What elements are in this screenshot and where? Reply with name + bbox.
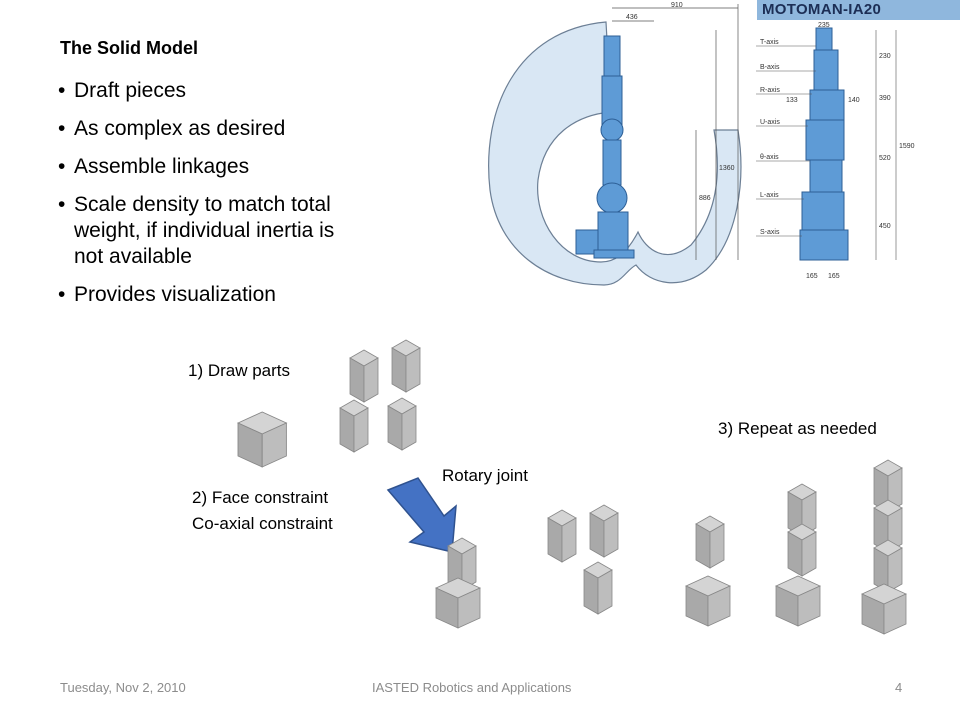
axis-label: R-axis xyxy=(760,87,780,94)
bullet-item: Provides visualization xyxy=(58,282,358,308)
assembled-stack-1 xyxy=(685,515,731,627)
dim-label: 230 xyxy=(879,53,891,60)
part-block xyxy=(391,339,421,393)
dim-label: 140 xyxy=(848,97,860,104)
slide-title: The Solid Model xyxy=(60,38,198,58)
base-block xyxy=(237,411,287,468)
parts-illustration xyxy=(237,339,907,635)
footer-date: Tuesday, Nov 2, 2010 xyxy=(60,680,186,695)
dim-label: 910 xyxy=(671,2,683,9)
page-number: 4 xyxy=(895,680,903,695)
face-constraint-text: 2) Face constraint xyxy=(192,488,329,507)
assembled-joint xyxy=(435,537,481,629)
footer-conference: IASTED Robotics and Applications xyxy=(372,680,572,695)
part-block xyxy=(387,397,417,451)
part-block xyxy=(583,561,613,615)
part-block xyxy=(349,349,379,403)
bullet-item: Scale density to match total weight, if … xyxy=(58,192,358,270)
part-block xyxy=(339,399,369,453)
axis-label: T-axis xyxy=(760,39,779,46)
dim-label: 1360 xyxy=(719,165,735,172)
dim-label: 165 xyxy=(828,273,840,280)
axis-label: U-axis xyxy=(760,119,780,126)
brand-label: MOTOMAN-IA20 xyxy=(762,1,882,18)
dim-label: 436 xyxy=(626,14,638,21)
part-block xyxy=(547,509,577,563)
robot-arm-front xyxy=(799,27,849,261)
axis-label: S-axis xyxy=(760,229,780,236)
bullet-item: As complex as desired xyxy=(58,116,358,142)
dim-label: 235 xyxy=(818,22,830,29)
workspace-envelope xyxy=(488,21,742,286)
dim-label: 390 xyxy=(879,95,891,102)
step-constraint-label: 2) Face constraint Co-axial constraint xyxy=(192,485,333,537)
rotary-joint-label: Rotary joint xyxy=(442,466,528,485)
dim-label: 520 xyxy=(879,155,891,162)
assembled-stack-3 xyxy=(861,459,907,635)
dim-label: 1590 xyxy=(899,143,915,150)
bullet-item: Assemble linkages xyxy=(58,154,358,180)
dim-label: 450 xyxy=(879,223,891,230)
dim-label: 133 xyxy=(786,97,798,104)
step-repeat-label: 3) Repeat as needed xyxy=(718,419,877,438)
bullet-item: Draft pieces xyxy=(58,78,358,104)
assembly-arrow-icon xyxy=(386,477,457,553)
bullet-list: Draft pieces As complex as desired Assem… xyxy=(58,78,358,320)
axis-label: θ-axis xyxy=(760,154,779,161)
axis-leader-lines xyxy=(756,30,897,260)
part-block xyxy=(589,504,619,558)
step-draw-parts-label: 1) Draw parts xyxy=(188,361,291,380)
assembled-stack-2 xyxy=(775,483,821,627)
dim-label: 886 xyxy=(699,195,711,202)
robot-workspace-diagram: 910 436 1360 886 xyxy=(488,2,742,286)
dim-label: 165 xyxy=(806,273,818,280)
brand-banner xyxy=(757,0,960,20)
coaxial-constraint-text: Co-axial constraint xyxy=(192,514,333,533)
axis-label: L-axis xyxy=(760,192,779,199)
axis-label: B-axis xyxy=(760,64,780,71)
robot-axes-diagram: T-axis B-axis R-axis U-axis θ-axis L-axi… xyxy=(756,22,915,280)
dimension-lines xyxy=(612,4,739,260)
robot-arm-side xyxy=(575,35,635,259)
